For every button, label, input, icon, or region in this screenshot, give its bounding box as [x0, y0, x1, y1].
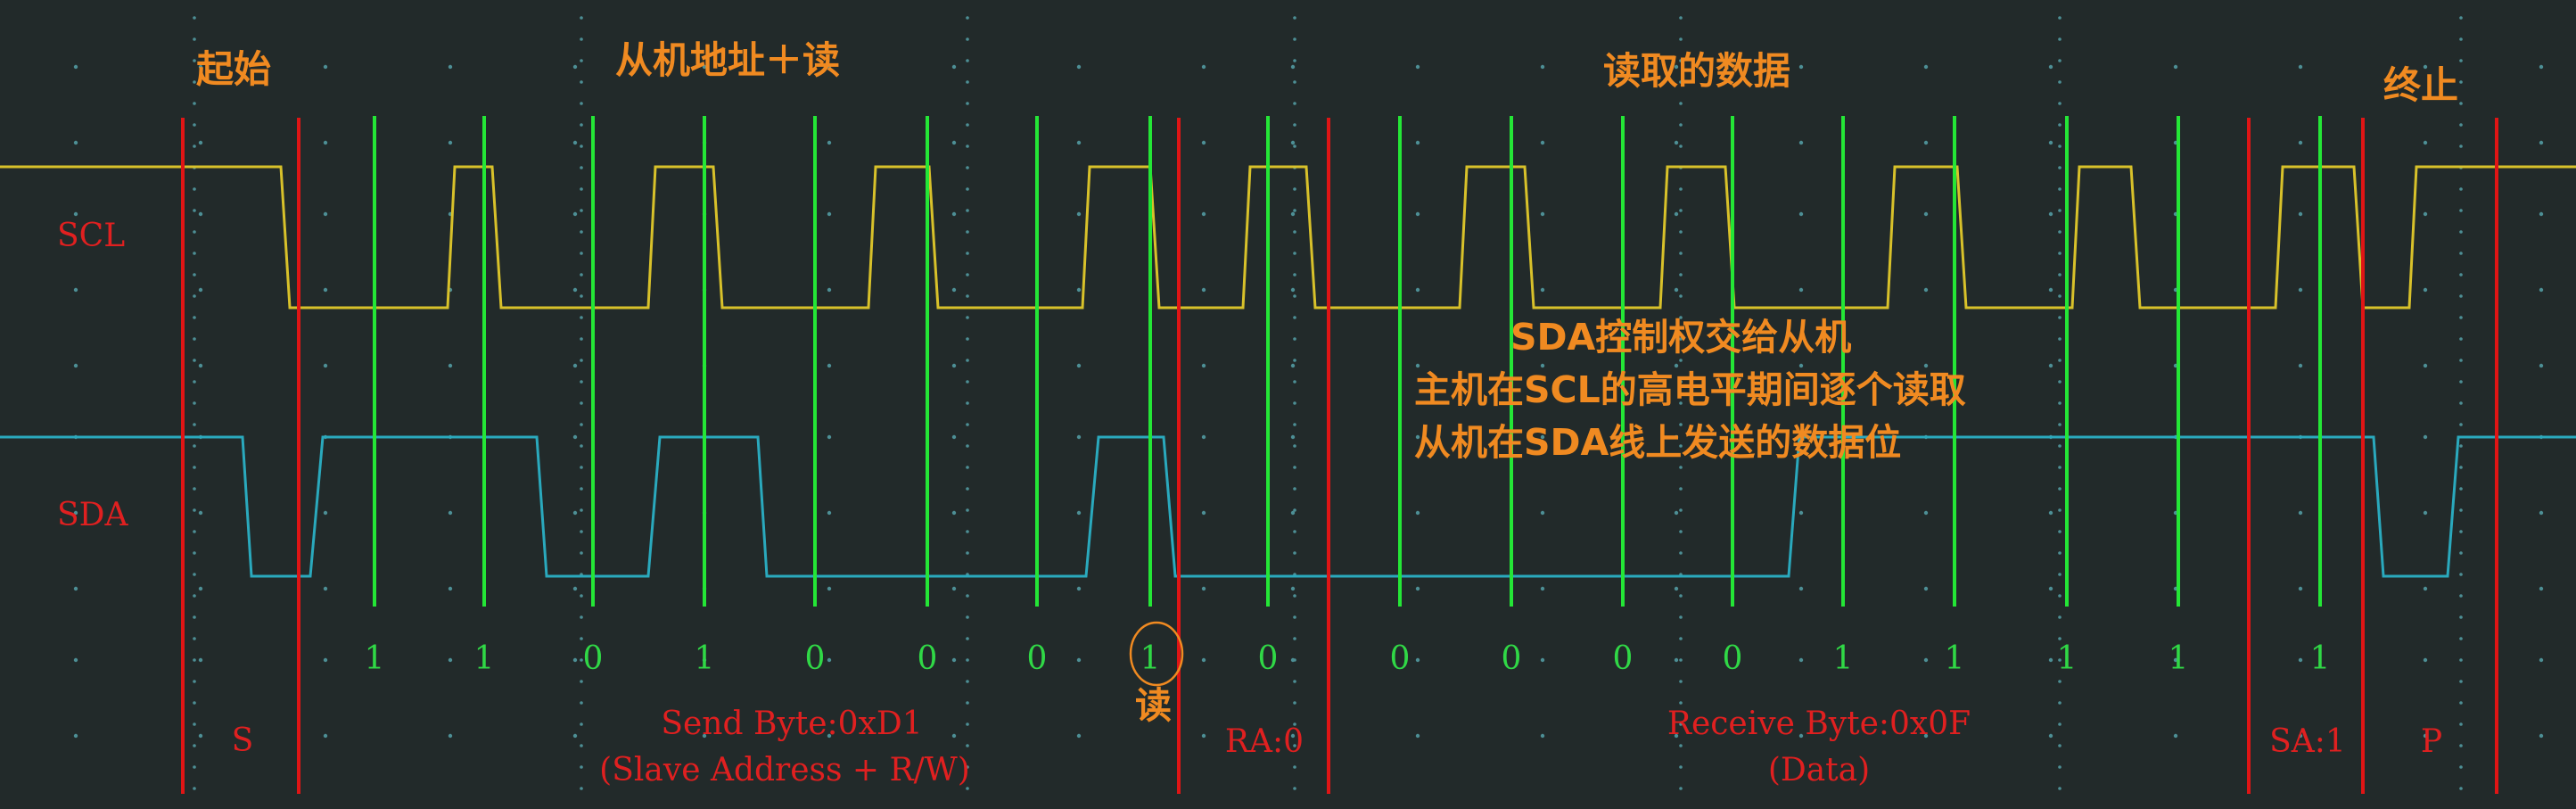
bit-label-14: 1 — [1833, 640, 1854, 677]
bit-label-5: 0 — [805, 640, 826, 677]
read-marker-label: 读 — [1135, 684, 1172, 727]
read-bit-circle — [1129, 621, 1184, 687]
phase-address-title: 从机地址＋读 — [615, 38, 840, 82]
annotation-line-2: 主机在SCL的高电平期间逐个读取 — [1414, 368, 1966, 411]
bit-label-17: 1 — [2169, 640, 2189, 677]
phase-stop-title: 终止 — [2383, 63, 2458, 107]
bit-label-4: 1 — [695, 640, 715, 677]
bit-label-8: 1 — [1140, 640, 1161, 677]
bit-label-2: 1 — [474, 640, 495, 677]
bit-values: 1 1 0 1 0 0 0 1 0 0 0 0 0 1 1 1 1 1 — [365, 640, 2331, 677]
phase-start-title: 起始 — [196, 47, 271, 91]
decode-receive-description: (Data) — [1768, 752, 1870, 788]
bit-label-10: 0 — [1390, 640, 1411, 677]
scl-waveform — [0, 165, 2576, 310]
decode-ack-ra: RA:0 — [1225, 723, 1304, 760]
bit-label-12: 0 — [1613, 640, 1634, 677]
bit-label-6: 0 — [918, 640, 938, 677]
bit-label-3: 0 — [583, 640, 604, 677]
annotation-line-3: 从机在SDA线上发送的数据位 — [1414, 421, 1901, 464]
bit-label-7: 0 — [1027, 640, 1048, 677]
bit-label-9: 0 — [1258, 640, 1279, 677]
decode-start: S — [232, 722, 254, 759]
bit-label-11: 0 — [1502, 640, 1522, 677]
bit-label-16: 1 — [2057, 640, 2078, 677]
boundary-markers — [181, 118, 2498, 794]
phase-data-title: 读取的数据 — [1603, 49, 1790, 93]
sda-waveform — [0, 435, 2576, 578]
scl-signal-label: SCL — [57, 218, 125, 254]
decode-send-byte: Send Byte:0xD1 — [661, 706, 922, 742]
decode-receive-byte: Receive Byte:0x0F — [1667, 706, 1971, 742]
bit-label-15: 1 — [1945, 640, 1965, 677]
annotation-line-1: SDA控制权交给从机 — [1510, 316, 1851, 359]
sda-signal-label: SDA — [57, 497, 129, 533]
bit-label-1: 1 — [365, 640, 385, 677]
bit-label-18: 1 — [2310, 640, 2331, 677]
decode-ack-sa: SA:1 — [2269, 723, 2346, 760]
decode-stop: P — [2421, 723, 2442, 760]
bit-label-13: 0 — [1723, 640, 1743, 677]
decode-send-description: (Slave Address + R/W) — [599, 752, 970, 788]
sample-markers — [373, 116, 2322, 607]
